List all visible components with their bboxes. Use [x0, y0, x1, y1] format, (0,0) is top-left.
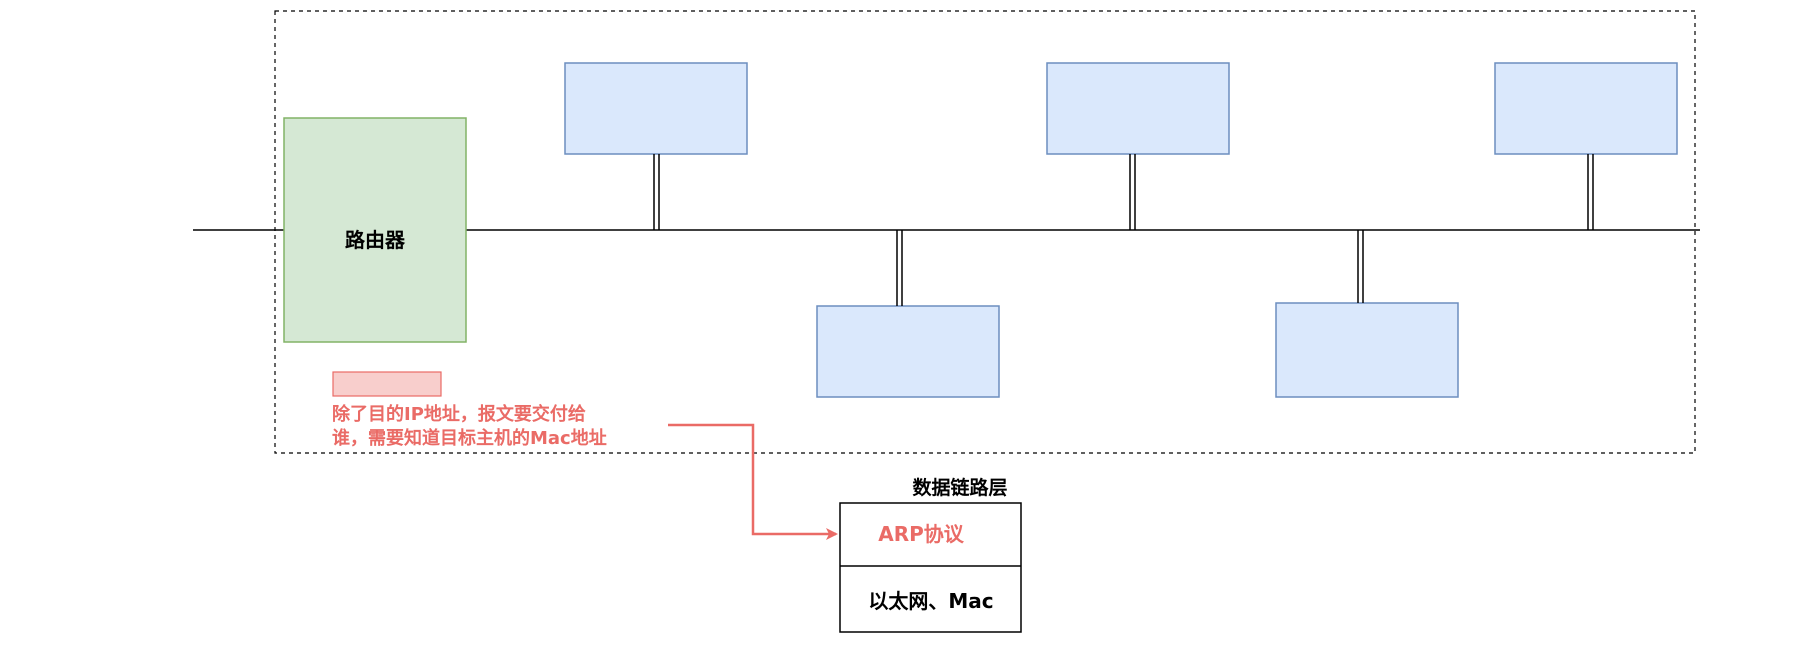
data-link-layer-title: 数据链路层: [912, 476, 1007, 499]
protocol-stack: ARP协议 以太网、Mac: [839, 502, 1022, 633]
ethernet-mac-label: 以太网、Mac: [868, 589, 993, 613]
host-box: [1494, 62, 1678, 155]
router-label: 路由器: [345, 228, 406, 252]
host-node: [564, 62, 748, 230]
annotation-highlight-box: [332, 371, 442, 397]
host-node: [1046, 62, 1230, 230]
arp-protocol-label: ARP协议: [878, 522, 965, 546]
host-box: [564, 62, 748, 155]
network-boundary: [274, 10, 1696, 454]
annotation-line: 除了目的IP地址，报文要交付给: [332, 403, 586, 425]
annotation-arrow: [668, 423, 838, 540]
host-node: [1275, 230, 1459, 398]
host-box: [1046, 62, 1230, 155]
host-box: [816, 305, 1000, 398]
host-node: [816, 230, 1000, 398]
router-box: [283, 117, 467, 343]
protocol-stack-box: [839, 502, 1022, 633]
host-node: [1494, 62, 1678, 230]
annotation-line: 谁，需要知道目标主机的Mac地址: [332, 427, 607, 449]
host-box: [1275, 302, 1459, 398]
router-node: 路由器: [283, 117, 467, 343]
